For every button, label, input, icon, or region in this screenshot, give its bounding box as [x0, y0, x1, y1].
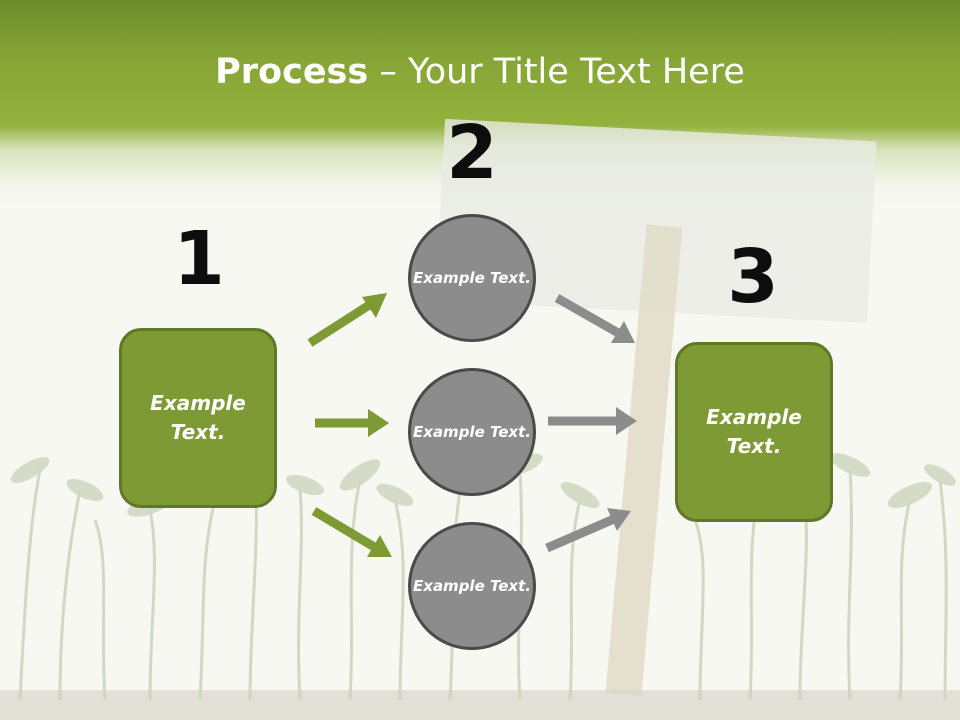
step-2-number: 2	[446, 110, 498, 196]
slide-title: Process – Your Title Text Here	[0, 52, 960, 92]
step-2-circle-1-label: Example Text.	[413, 268, 531, 287]
step-2-circle-1: Example Text.	[408, 214, 536, 342]
step-1-label: Example Text.	[150, 391, 246, 444]
arrow-1-to-circle-1	[307, 293, 387, 347]
step-2-circle-3-label: Example Text.	[413, 576, 531, 595]
step-2-circle-2: Example Text.	[408, 368, 536, 496]
arrow-circle-2-to-3	[548, 407, 637, 435]
step-3-number: 3	[727, 234, 779, 320]
step-2-circle-2-label: Example Text.	[413, 422, 531, 441]
title-rest: – Your Title Text Here	[368, 52, 745, 92]
step-3-box: Example Text.	[675, 342, 833, 522]
title-bold: Process	[215, 52, 369, 92]
arrow-circle-1-to-3	[554, 294, 635, 343]
arrow-1-to-circle-2	[315, 409, 389, 437]
arrow-1-to-circle-3	[311, 507, 392, 557]
step-1-box: Example Text.	[119, 328, 277, 508]
step-3-label: Example Text.	[706, 405, 802, 458]
step-1-number: 1	[173, 216, 225, 302]
step-2-circle-3: Example Text.	[408, 522, 536, 650]
arrow-circle-3-to-3	[545, 508, 631, 553]
